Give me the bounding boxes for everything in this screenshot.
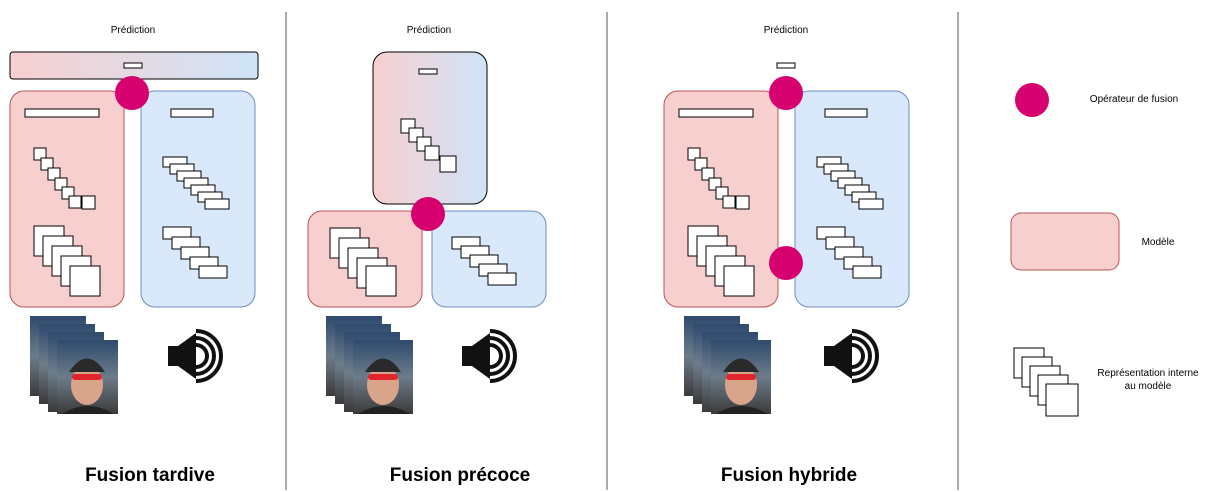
panel-early-fusion: Prédiction: [307, 25, 547, 486]
panel-title: Fusion hybride: [721, 465, 857, 486]
fusion-operator: [411, 197, 445, 231]
prediction-label: Prédiction: [111, 25, 155, 36]
legend-representation-swatch: [1013, 347, 1079, 417]
video-frames-icon: [30, 316, 118, 414]
fusion-operator: [769, 246, 803, 280]
fused-internal-representation: [400, 118, 457, 173]
panel-late-fusion: Prédiction: [9, 25, 259, 486]
legend: Opérateur de fusion Modèle Représentatio…: [1010, 83, 1199, 417]
video-internal-representation-large: [687, 225, 755, 297]
panel-title: Fusion tardive: [85, 465, 215, 486]
audio-feature-vector: [170, 108, 214, 118]
prediction-output: [123, 62, 143, 69]
panel-title: Fusion précoce: [390, 465, 530, 486]
legend-fusion-operator-label: Opérateur de fusion: [1090, 94, 1178, 105]
fusion-operator: [115, 76, 149, 110]
legend-model-swatch: [1010, 212, 1120, 271]
legend-representation-label: Représentation interne: [1097, 368, 1199, 379]
legend-fusion-operator-swatch: [1015, 83, 1049, 117]
video-internal-representation-small: [687, 147, 750, 210]
video-frames-icon: [684, 316, 771, 414]
panel-hybrid-fusion: Prédiction: [663, 25, 910, 486]
prediction-label: Prédiction: [764, 25, 808, 36]
speaker-icon: [168, 329, 223, 383]
speaker-icon: [824, 329, 879, 383]
video-feature-vector: [678, 108, 754, 118]
video-feature-vector: [24, 108, 100, 118]
video-internal-representation-small: [33, 147, 96, 210]
video-internal-representation-large: [33, 225, 101, 297]
speaker-icon: [462, 329, 517, 383]
audio-internal-representation-small: [162, 156, 230, 210]
video-internal-representation: [329, 227, 397, 297]
legend-representation-label-2: au modèle: [1125, 381, 1172, 392]
prediction-output: [776, 62, 796, 69]
legend-model-label: Modèle: [1142, 237, 1175, 248]
fusion-operator: [769, 76, 803, 110]
audio-feature-vector: [824, 108, 868, 118]
audio-internal-representation-large: [162, 226, 228, 279]
prediction-output: [418, 68, 438, 75]
fused-model: [372, 51, 488, 205]
video-frames-icon: [326, 316, 413, 414]
prediction-label: Prédiction: [407, 25, 451, 36]
audio-internal-representation-large: [816, 226, 882, 279]
audio-internal-representation-small: [816, 156, 884, 210]
audio-internal-representation: [451, 236, 517, 286]
